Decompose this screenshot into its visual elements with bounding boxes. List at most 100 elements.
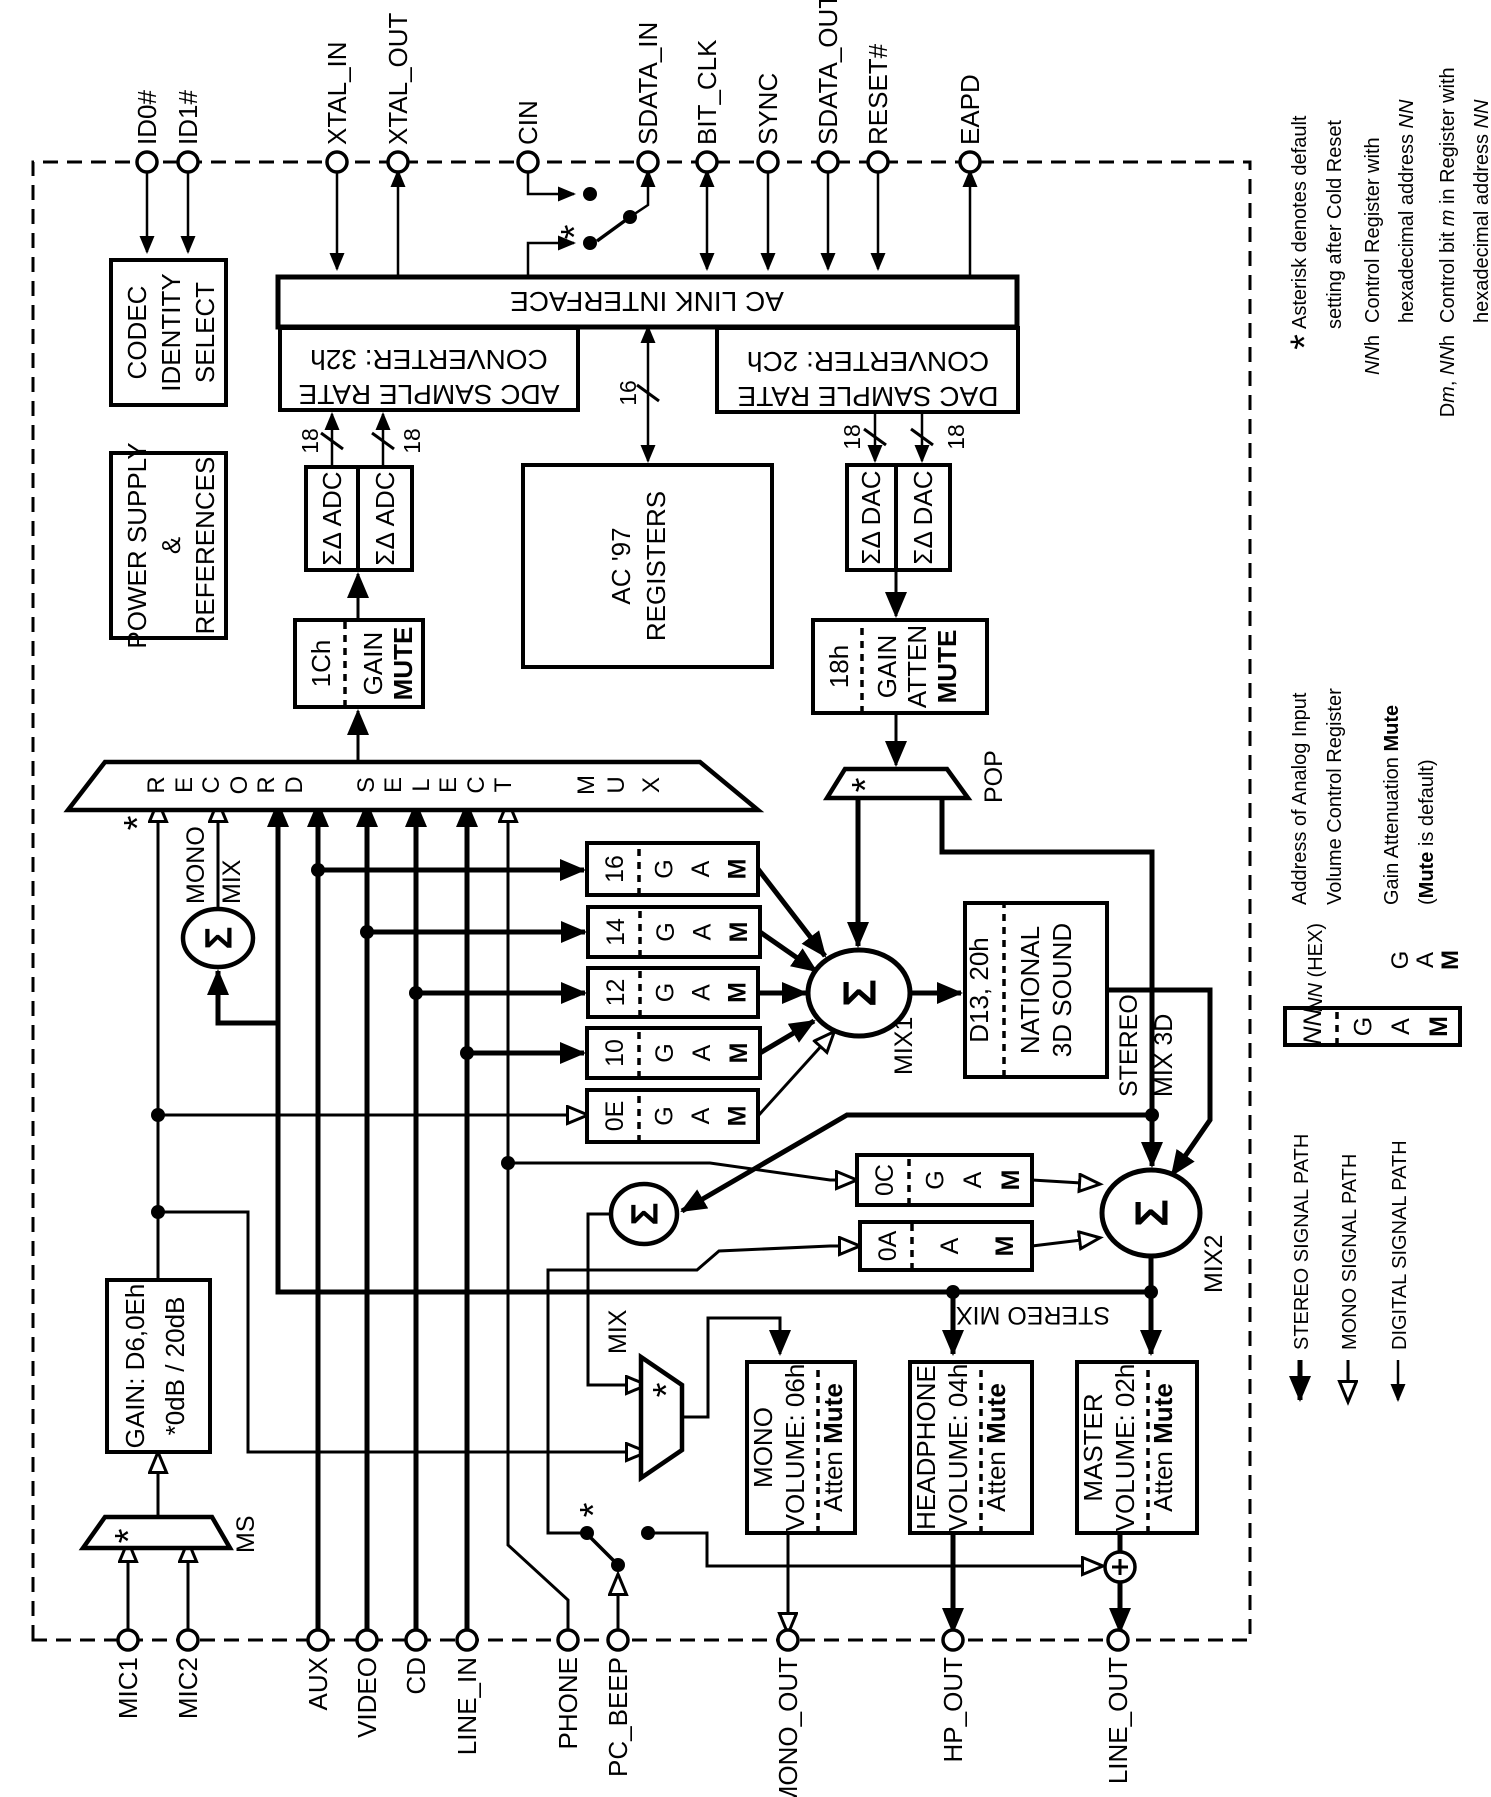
label-run: XTAL_IN — [322, 41, 352, 145]
beep-bypass-junction-dot — [641, 1526, 655, 1540]
record-select-mux-letter: E — [171, 777, 198, 793]
label-run: VOLUME: 06h — [780, 1364, 810, 1532]
label-run: M — [723, 859, 751, 880]
sdata-in-default-wire-junction-dot — [583, 236, 597, 250]
mix1-summer — [805, 947, 913, 1039]
label-run: * — [108, 1528, 150, 1543]
pin-video — [355, 1628, 379, 1652]
vol-video-14 — [586, 905, 762, 959]
legend-nnh: NNh — [1362, 335, 1384, 375]
vol-line-10-hex: 10 — [601, 1039, 629, 1067]
label-run: T — [490, 777, 517, 792]
label-run: AUX — [303, 1657, 333, 1710]
label-run: R — [253, 776, 280, 793]
asterisk-record-mux: * — [117, 815, 159, 830]
mix1-summer-sigma-glyph: Σ — [834, 979, 886, 1007]
label-run: MIC1 — [113, 1657, 143, 1719]
bus18-label-b: 18 — [399, 428, 425, 454]
label-run: Σ — [1126, 1199, 1178, 1227]
pin-phone-label: PHONE — [553, 1657, 583, 1749]
legend-a: A — [1412, 952, 1439, 968]
asterisk-mono-mux: * — [646, 1382, 688, 1397]
label-run: D13, 20h — [964, 937, 994, 1043]
legend-asterisk-line-2: setting after Cold Reset — [1324, 120, 1346, 329]
pin-mono-out — [776, 1628, 800, 1652]
record-select-mux-letter: R — [253, 776, 280, 793]
label-run: 14 — [602, 918, 630, 946]
ms-label: MS — [232, 1516, 260, 1554]
vol-aux-16 — [585, 841, 760, 897]
mono-volume-text: VOLUME: 06h — [780, 1364, 810, 1532]
asterisk-beep-switch: * — [573, 1502, 615, 1517]
stereo-3d-label-1: STEREO — [1115, 994, 1143, 1097]
dac-sample-rate-converter-text: DAC SAMPLE RATE — [738, 381, 999, 412]
sigma-delta-adc-2-text: ΣΔ ADC — [370, 471, 400, 565]
legend-g: G — [1387, 951, 1414, 970]
pin-sdata-in-label: SDATA_IN — [633, 22, 663, 145]
mono-mix-label-1: MONO — [182, 826, 210, 904]
ac97-registers — [521, 463, 774, 669]
legend-dm-line-1: Control bit m in Register with — [1437, 67, 1459, 323]
label-run: (HEX) — [1305, 923, 1327, 983]
ac-link-interface — [275, 274, 1020, 330]
pin-line-out — [1106, 1628, 1130, 1652]
label-run: 18 — [839, 424, 865, 450]
sigma-delta-dac-1-text: ΣΔ DAC — [856, 470, 886, 564]
label-run: SELECT — [190, 282, 220, 383]
vol-cd-12-letter: G — [651, 983, 679, 1002]
mono-volume — [745, 1360, 857, 1535]
label-run: MUTE — [932, 630, 962, 704]
out-16 — [756, 867, 827, 958]
vol-cd-12-letter: A — [687, 984, 715, 1001]
label-run: 0A — [874, 1230, 902, 1261]
pin-mic2 — [176, 1628, 200, 1652]
headphone-volume-text: Atten Mute — [981, 1383, 1011, 1512]
label-run: G — [652, 922, 680, 941]
label-run: Mute — [981, 1383, 1011, 1444]
mic-gain-d6-text: *0dB / 20dB — [160, 1297, 190, 1436]
label-run: 3D SOUND — [1047, 923, 1077, 1057]
label-run: CONVERTER: 32h — [310, 344, 548, 375]
vol-phone-0c — [855, 1153, 1034, 1207]
label-run: C — [463, 776, 490, 793]
pin-hp-out-label: HP_OUT — [938, 1657, 968, 1763]
legend-asterisk-line-1: Asterisk denotes default — [1289, 115, 1311, 329]
record-select-mux-letter: L — [408, 778, 435, 791]
vol-video-14-letter: M — [725, 922, 753, 943]
ac-link-interface-text: AC LINK INTERFACE — [510, 286, 784, 317]
pin-hp-out — [941, 1628, 965, 1652]
vol-line-10-letter: M — [725, 1043, 753, 1064]
pin-mic1-label: MIC1 — [113, 1657, 143, 1719]
legend-dm-line-2: hexadecimal address NN — [1471, 99, 1491, 323]
legend-digital-path: DIGITAL SIGNAL PATH — [1389, 1140, 1411, 1350]
record-gain-1ch-text: GAIN — [358, 632, 388, 696]
label-run: Mute — [818, 1383, 848, 1444]
phone-to-0c — [508, 1161, 855, 1180]
beep-bypass — [648, 1531, 1101, 1566]
label-run: A — [688, 1044, 716, 1061]
stereo-mix-label: STEREO MIX — [956, 1301, 1111, 1329]
out-0e — [756, 1033, 833, 1118]
pin-cd — [404, 1628, 428, 1652]
ac97-registers-text: REGISTERS — [641, 491, 671, 641]
legend-dm-nnh: Dm, NNh — [1437, 335, 1459, 417]
label-run: Gain Attenuation — [1381, 752, 1403, 905]
codec-identity-select-text: SELECT — [190, 282, 220, 383]
legend-m: M — [1437, 950, 1464, 970]
pin-pc-beep — [606, 1628, 630, 1652]
mic-gain-d6-text: GAIN: D6,0Eh — [120, 1284, 150, 1449]
pin-mono-out-label: MONO_OUT — [773, 1657, 803, 1797]
pcm-gain-18h-text: ATTEN — [902, 625, 932, 708]
pc-beep-lever — [589, 1536, 620, 1567]
label-run: STEREO MIX — [956, 1301, 1111, 1329]
vol-beep-0a-letter: A — [936, 1237, 964, 1254]
mono-select-mux — [638, 1352, 685, 1483]
chip-boundary — [31, 160, 1252, 1642]
label-run: * — [573, 1502, 615, 1517]
vol-phone-0c-letter: A — [959, 1171, 987, 1188]
label-run: CODEC — [122, 286, 152, 380]
pin-reset — [866, 150, 890, 174]
label-run: * — [1283, 334, 1327, 350]
label-run: LINE_OUT — [1103, 1657, 1133, 1784]
